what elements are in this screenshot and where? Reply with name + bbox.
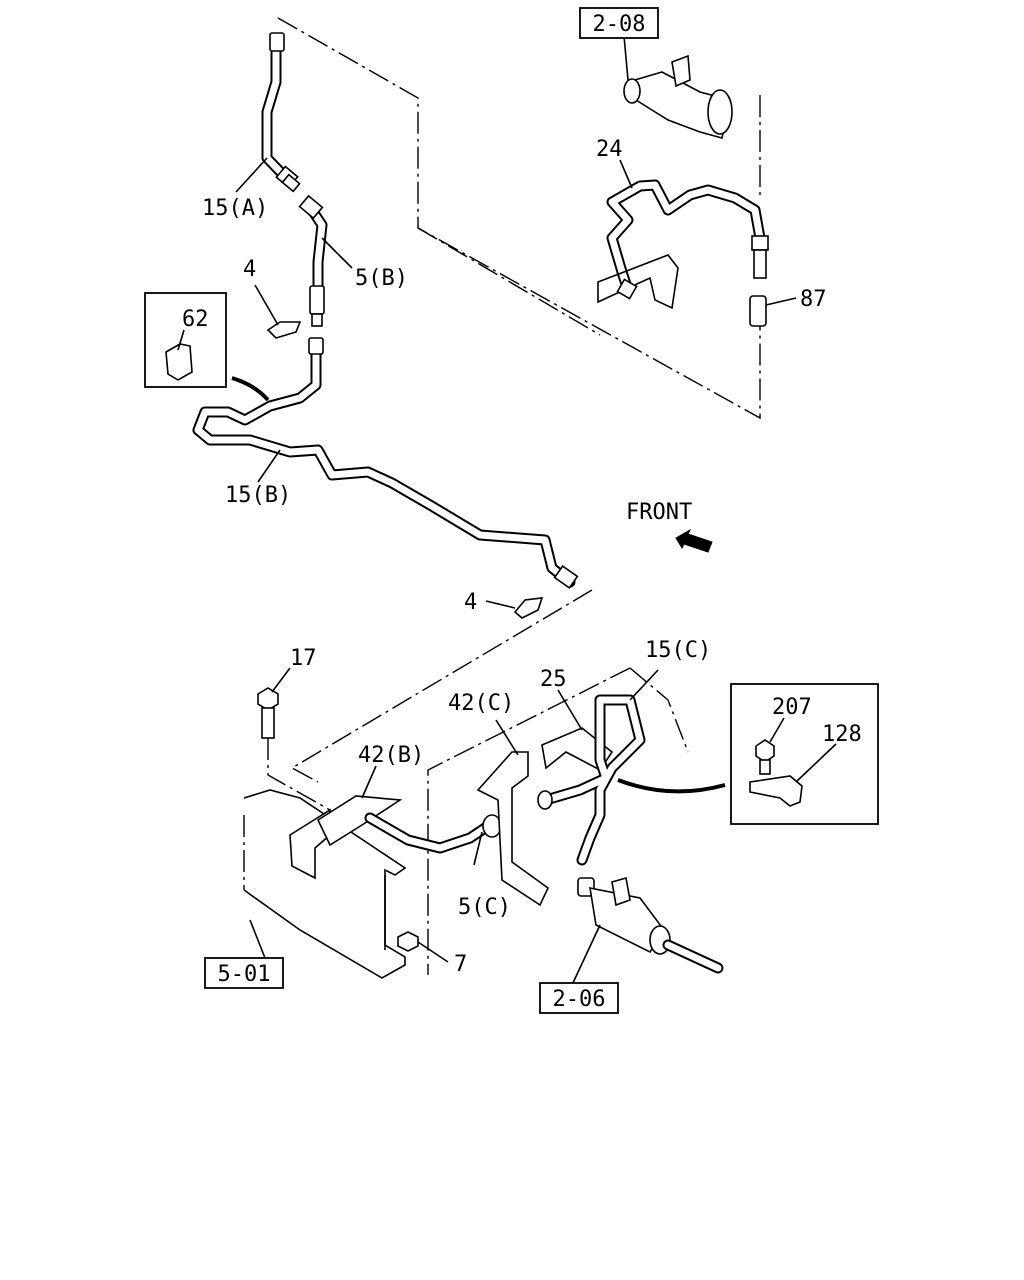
- label-62: 62: [182, 307, 209, 332]
- ref-box-501[interactable]: 5-01: [204, 957, 284, 989]
- label-17: 17: [290, 646, 317, 671]
- pipe-15a: [261, 32, 301, 193]
- label-25: 25: [540, 667, 567, 692]
- label-front: FRONT: [626, 500, 692, 525]
- label-87: 87: [800, 287, 827, 312]
- leader-lines: [235, 157, 633, 959]
- inset-207-128: [617, 683, 879, 825]
- clip-4-top: [254, 284, 302, 339]
- ref-box-206[interactable]: 2-06: [539, 982, 619, 1014]
- ref-box-208[interactable]: 2-08: [579, 7, 659, 39]
- bolt-17: [257, 687, 279, 739]
- bracket-42c: [476, 719, 550, 907]
- master-cylinder-208: [623, 35, 733, 139]
- pipe-15b: [192, 337, 579, 590]
- ref-206-label: 2-06: [553, 987, 606, 1012]
- pipe-24: [597, 179, 769, 310]
- label-42b: 42(B): [358, 743, 424, 768]
- label-7: 7: [454, 952, 467, 977]
- nut-7: [397, 931, 449, 963]
- label-5c: 5(C): [458, 895, 511, 920]
- frame-501: [243, 789, 407, 979]
- inset-62: [144, 292, 270, 402]
- callout-labels: 15(A) 5(B) 4 62 24 87 15(B) FRONT 4 17 1…: [182, 137, 862, 977]
- label-4-top: 4: [243, 257, 256, 282]
- label-128: 128: [822, 722, 862, 747]
- clip-4-mid: [485, 597, 544, 619]
- label-5b: 5(B): [355, 266, 408, 291]
- label-15b: 15(B): [225, 483, 291, 508]
- front-arrow-icon: [675, 528, 713, 553]
- boundary-lines: [243, 17, 761, 975]
- ref-208-label: 2-08: [593, 12, 646, 37]
- label-4-mid: 4: [464, 590, 477, 615]
- label-15c: 15(C): [645, 638, 711, 663]
- part-87: [749, 295, 797, 327]
- hose-5c: [364, 812, 502, 854]
- ref-501-label: 5-01: [218, 962, 271, 987]
- slave-cylinder-206: [571, 876, 724, 986]
- label-15a: 15(A): [202, 196, 268, 221]
- label-207: 207: [772, 695, 812, 720]
- bracket-42b: [316, 765, 403, 847]
- pipe-15c: [537, 669, 659, 866]
- label-42c: 42(C): [448, 691, 514, 716]
- label-24: 24: [596, 137, 623, 162]
- hose-5b: [298, 194, 328, 327]
